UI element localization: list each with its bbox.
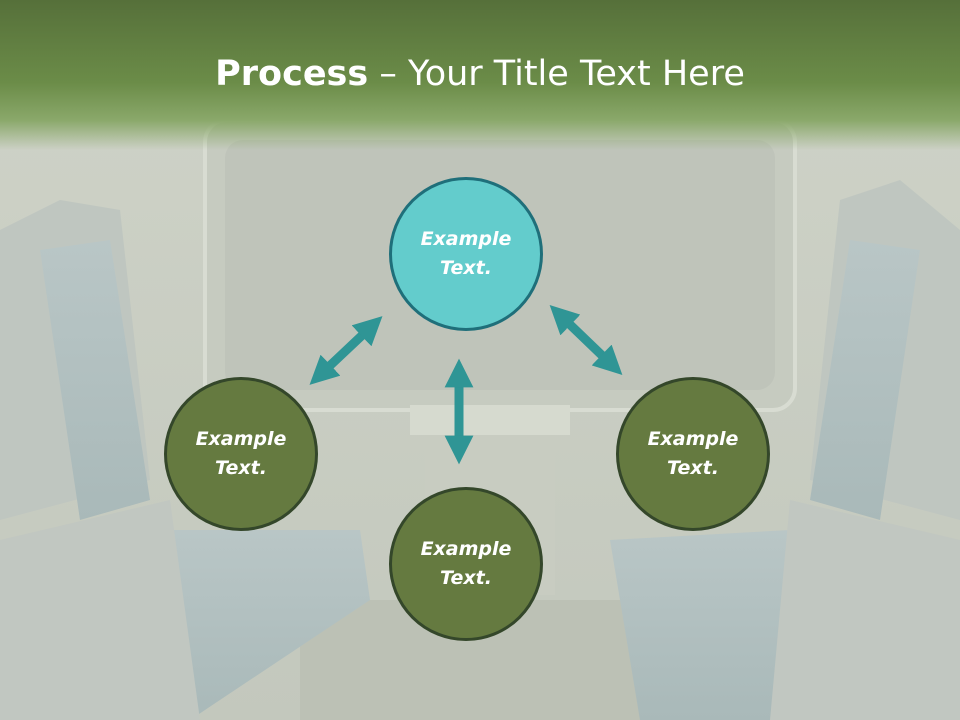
node-top-label: Example Text.	[420, 228, 512, 279]
title-rest: – Your Title Text Here	[368, 54, 745, 94]
node-bottom-label: Example Text.	[420, 538, 512, 589]
node-left[interactable]: Example Text.	[164, 377, 318, 531]
double-arrow-left	[309, 316, 383, 385]
node-top[interactable]: Example Text.	[389, 177, 543, 331]
node-bottom[interactable]: Example Text.	[389, 487, 543, 641]
title-strong: Process	[215, 54, 369, 94]
title-band	[0, 0, 960, 150]
node-right[interactable]: Example Text.	[616, 377, 770, 531]
node-right-label: Example Text.	[647, 428, 739, 479]
node-left-label: Example Text.	[195, 428, 287, 479]
slide-title: Process – Your Title Text Here	[0, 52, 960, 96]
double-arrow-right	[549, 305, 623, 375]
